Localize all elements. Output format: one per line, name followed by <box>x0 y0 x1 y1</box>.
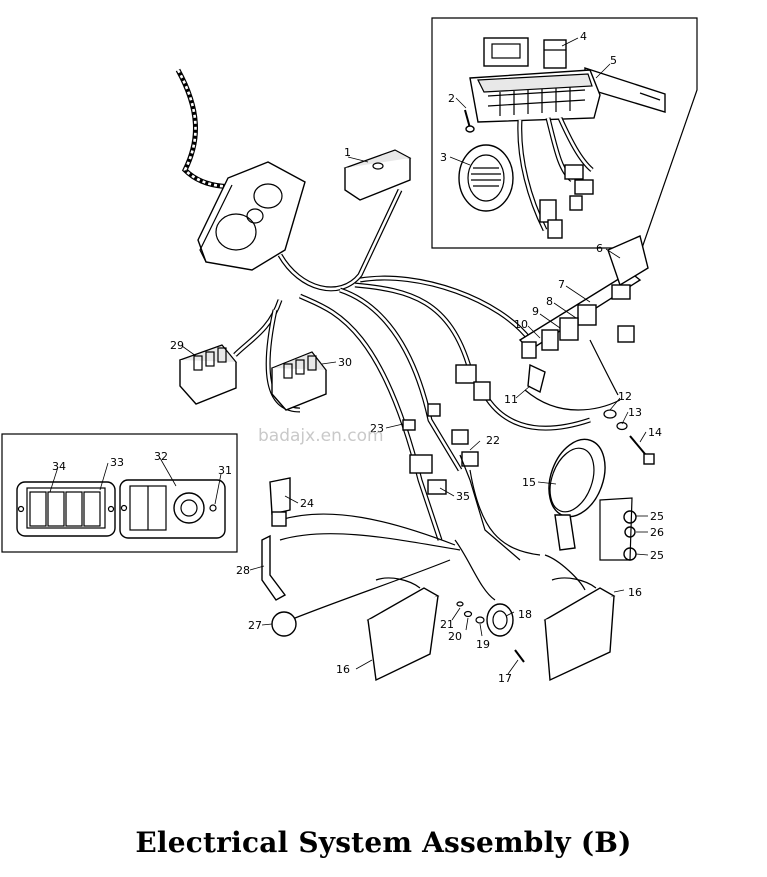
inset-switch-panel <box>1 433 238 553</box>
callout-9: 9 <box>532 305 539 318</box>
inset-fuse-box <box>431 17 698 249</box>
callout-22: 22 <box>486 434 500 447</box>
callout-labels: 1 2 3 4 5 6 7 8 9 10 11 12 13 14 15 16 1… <box>52 30 664 685</box>
instrument-cluster <box>175 68 412 271</box>
callout-28: 28 <box>236 564 250 577</box>
harness-connectors <box>402 364 491 495</box>
relay-bracket <box>518 235 655 465</box>
callout-13: 13 <box>628 406 642 419</box>
callout-35: 35 <box>456 490 470 503</box>
callout-10: 10 <box>514 318 528 331</box>
main-harness <box>233 188 621 621</box>
callout-21: 21 <box>440 618 454 631</box>
callout-12: 12 <box>618 390 632 403</box>
callout-19: 19 <box>476 638 490 651</box>
callout-11: 11 <box>504 393 518 406</box>
callout-31: 31 <box>218 464 232 477</box>
watermark: badajx.en.com <box>258 426 384 446</box>
leader-lines <box>49 37 649 675</box>
callout-2: 2 <box>448 92 455 105</box>
callout-18: 18 <box>518 608 532 621</box>
callout-25-bottom: 25 <box>650 549 664 562</box>
callout-7: 7 <box>558 278 565 291</box>
callout-27: 27 <box>248 619 262 632</box>
headlamp-right <box>543 577 616 682</box>
diagram-caption: Electrical System Assembly (B) <box>135 826 632 859</box>
callout-34: 34 <box>52 460 66 473</box>
callout-14: 14 <box>648 426 662 439</box>
callout-3: 3 <box>440 151 447 164</box>
callout-8: 8 <box>546 295 553 308</box>
callout-1: 1 <box>344 146 351 159</box>
callout-29: 29 <box>170 339 184 352</box>
callout-24: 24 <box>300 497 314 510</box>
callout-23: 23 <box>370 422 384 435</box>
callout-30: 30 <box>338 356 352 369</box>
callout-26: 26 <box>650 526 664 539</box>
callout-33: 33 <box>110 456 124 469</box>
callout-6: 6 <box>596 242 603 255</box>
callout-16-left: 16 <box>336 663 350 676</box>
callout-32: 32 <box>154 450 168 463</box>
callout-17: 17 <box>498 672 512 685</box>
callout-4: 4 <box>580 30 587 43</box>
callout-16-right: 16 <box>628 586 642 599</box>
switch-panel-30 <box>271 351 327 411</box>
callout-25-top: 25 <box>650 510 664 523</box>
headlamp-left <box>366 577 440 682</box>
callout-15: 15 <box>522 476 536 489</box>
switch-panel-29 <box>178 344 237 405</box>
callout-5: 5 <box>610 54 617 67</box>
callout-20: 20 <box>448 630 462 643</box>
lamp-15 <box>548 438 637 561</box>
small-parts <box>261 454 525 663</box>
